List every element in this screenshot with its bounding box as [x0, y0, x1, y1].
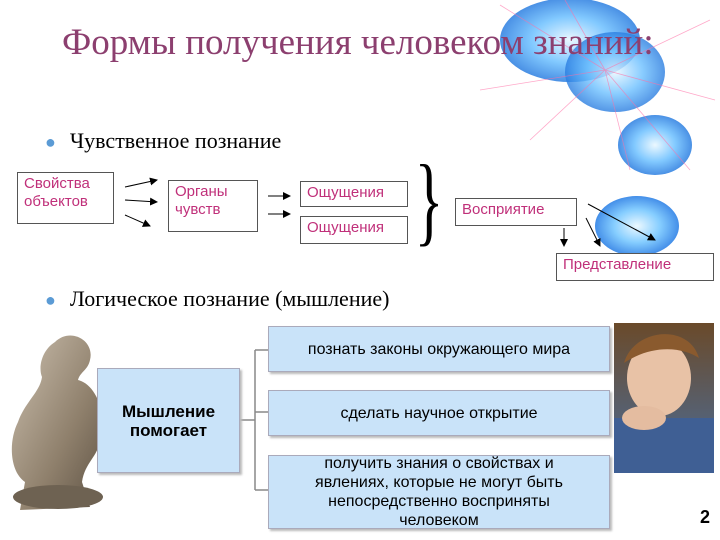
thinking-girl-photo — [614, 323, 714, 473]
bullet-sensory: ● Чувственное познание — [45, 128, 281, 154]
box-properties: Свойства объектов — [17, 172, 114, 224]
bullet-dot-icon: ● — [45, 290, 56, 310]
thinker-statue-image — [11, 335, 103, 510]
box-perception: Восприятие — [455, 198, 577, 226]
decorative-bubble-small — [595, 196, 679, 256]
page-number: 2 — [699, 507, 710, 527]
page-title: Формы получения человеком знаний: — [62, 22, 654, 63]
thinking-item-2: сделать научное открытие — [268, 390, 610, 436]
arrow-perception-2 — [585, 217, 601, 247]
decorative-bubbles — [479, 0, 716, 175]
box-representation: Представление — [556, 253, 714, 281]
arrow-perception-3 — [587, 203, 656, 241]
arrow-properties-organs-3 — [124, 214, 151, 227]
bullet-dot-icon: ● — [45, 132, 56, 152]
thinking-center-box: Мышление помогает — [97, 368, 240, 473]
brace: } — [414, 144, 444, 255]
bullet-sensory-label: Чувственное познание — [69, 128, 282, 153]
arrow-properties-organs-2 — [124, 197, 158, 206]
thinking-item-3: получить знания о свойствах и явлениях, … — [268, 455, 610, 529]
box-sensation-1: Ощущения — [300, 181, 408, 207]
box-organs: Органы чувств — [168, 180, 258, 232]
box-sensation-2: Ощущения — [300, 216, 408, 244]
bullet-logical-label: Логическое познание (мышление) — [69, 286, 390, 311]
bullet-logical: ● Логическое познание (мышление) — [45, 286, 389, 312]
thinking-item-1: познать законы окружающего мира — [268, 326, 610, 372]
arrow-properties-organs-1 — [124, 177, 158, 188]
